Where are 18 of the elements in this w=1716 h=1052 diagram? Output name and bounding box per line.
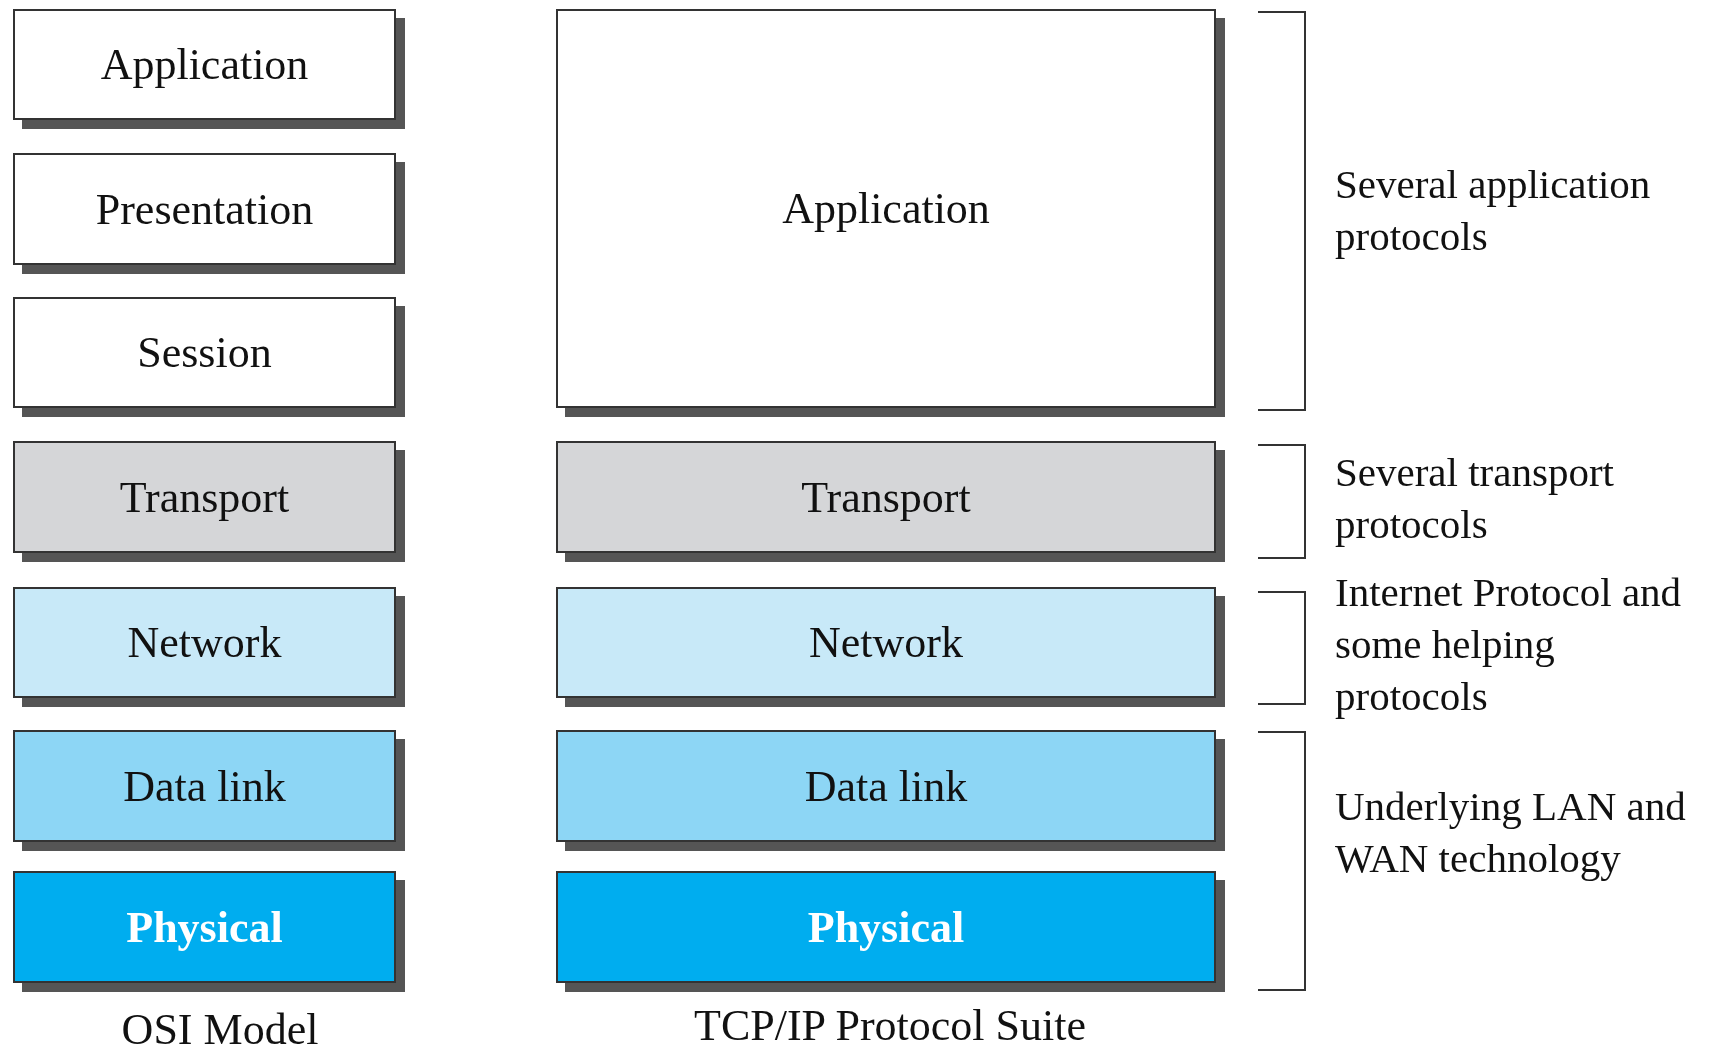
protocol-note: Internet Protocol and some helping protocols	[1335, 568, 1683, 721]
protocol-note: Several transport protocols	[1335, 448, 1615, 549]
model-caption: TCP/IP Protocol Suite	[693, 1000, 1087, 1052]
protocol-note: Several application protocols	[1335, 160, 1652, 261]
layer-name: Application	[100, 39, 309, 90]
layer-name: Data link	[804, 760, 968, 812]
protocol-note: Underlying LAN and WAN technology	[1335, 782, 1687, 883]
layer-name: Transport	[801, 471, 971, 523]
model-caption: OSI Model	[120, 1004, 320, 1052]
layer-name: Session	[137, 327, 272, 378]
layer-name: Data link	[123, 760, 286, 812]
layer-name: Presentation	[95, 183, 314, 235]
layer-name: Network	[127, 617, 282, 668]
layer-name: Physical	[807, 901, 965, 953]
layer-name: Network	[809, 617, 963, 668]
layer-name: Physical	[126, 901, 283, 953]
layer-name: Application	[782, 183, 990, 234]
layer-name: Transport	[119, 471, 290, 523]
